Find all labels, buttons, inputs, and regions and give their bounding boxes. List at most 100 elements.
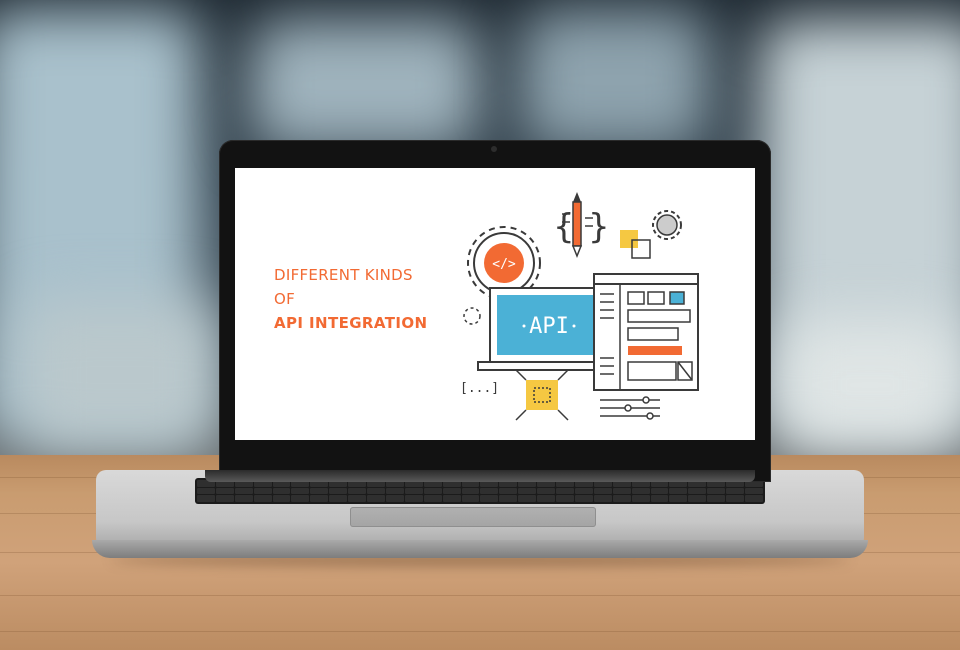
keyboard-key [423,495,442,502]
keyboard-key [197,495,215,502]
keyboard-key [215,480,234,487]
keyboard-key [537,495,556,502]
keyboard-key [272,480,291,487]
headline-line-1: DIFFERENT KINDS [274,266,413,284]
keyboard-key [272,487,291,495]
keyboard-key [499,495,518,502]
keyboard-key [329,480,348,487]
dashed-circle-icon [463,307,481,325]
background-window [780,320,960,450]
keyboard-key [423,487,442,495]
brace-right: } [588,207,610,247]
keyboard-key [669,487,688,495]
keyboard-key [215,487,234,495]
keyboard-key [480,495,499,502]
keyboard-key [461,487,480,495]
keyboard-key [726,480,745,487]
headline: DIFFERENT KINDS OF API INTEGRATION [274,263,427,335]
keyboard-key [499,480,518,487]
keyboard-key [310,495,329,502]
keyboard-key [593,480,612,487]
laptop-front-edge [92,540,868,558]
keyboard-key [329,495,348,502]
api-label: API [529,314,569,339]
keyboard-key [688,487,707,495]
keyboard-key [669,495,688,502]
keyboard-key [404,487,423,495]
keyboard-key [329,487,348,495]
keyboard-key [631,487,650,495]
keyboard-key [745,495,763,502]
keyboard-key [707,480,726,487]
code-badge: </> [492,257,516,272]
dots-bracket: [...] [460,381,499,396]
keyboard-key [537,487,556,495]
keyboard-key [461,495,480,502]
keyboard-key [404,495,423,502]
background-window [20,300,220,450]
keyboard-key [480,487,499,495]
keyboard-key [197,480,215,487]
keyboard-key [518,495,537,502]
laptop-hinge [205,470,755,482]
keyboard-key [593,495,612,502]
keyboard-key [234,480,253,487]
keyboard-key [688,495,707,502]
keyboard-key [537,480,556,487]
keyboard-key [612,480,631,487]
keyboard-key [385,487,404,495]
keyboard-key [688,480,707,487]
keyboard-key [650,480,669,487]
keyboard-key [650,487,669,495]
laptop-screen: DIFFERENT KINDS OF API INTEGRATION </> [235,168,755,440]
keyboard-key [253,495,272,502]
laptop-lid: DIFFERENT KINDS OF API INTEGRATION </> [219,140,771,482]
keyboard-key [480,480,499,487]
pencil-icon [571,192,583,259]
keyboard-key [272,495,291,502]
keyboard-key [612,495,631,502]
keyboard-key [499,487,518,495]
keyboard-key [348,480,367,487]
keyboard-key [442,495,461,502]
keyboard-key [291,487,310,495]
api-illustration: </> { } [460,192,699,421]
keyboard-key [726,487,745,495]
keyboard-key [423,480,442,487]
keyboard-key [631,495,650,502]
small-gear-icon [652,210,682,240]
keyboard-key [385,480,404,487]
keyboard-key [385,495,404,502]
headline-line-3: API INTEGRATION [274,314,428,332]
keyboard-key [556,495,574,502]
brace-left: { [553,207,575,247]
keyboard-key [650,495,669,502]
keyboard-key [574,480,593,487]
keyboard-key [612,487,631,495]
browser-window-icon [593,273,699,391]
chip-icon [508,369,578,421]
webcam [491,146,497,152]
keyboard-key [310,487,329,495]
keyboard-key [442,480,461,487]
keyboard-key [367,487,385,495]
keyboard-key [234,487,253,495]
keyboard-key [556,487,574,495]
keyboard-key [518,480,537,487]
keyboard-key [574,487,593,495]
background-window [250,20,480,150]
keyboard-key [348,495,367,502]
background-window [520,10,710,150]
keyboard-key [631,480,650,487]
keyboard-key [197,487,215,495]
keyboard-key [404,480,423,487]
keyboard-key [291,495,310,502]
square-icon [620,230,651,259]
keyboard-key [461,480,480,487]
keyboard-key [442,487,461,495]
keyboard-key [310,480,329,487]
keyboard-key [556,480,574,487]
keyboard-key [291,480,310,487]
keyboard-key [745,480,763,487]
keyboard-key [215,495,234,502]
